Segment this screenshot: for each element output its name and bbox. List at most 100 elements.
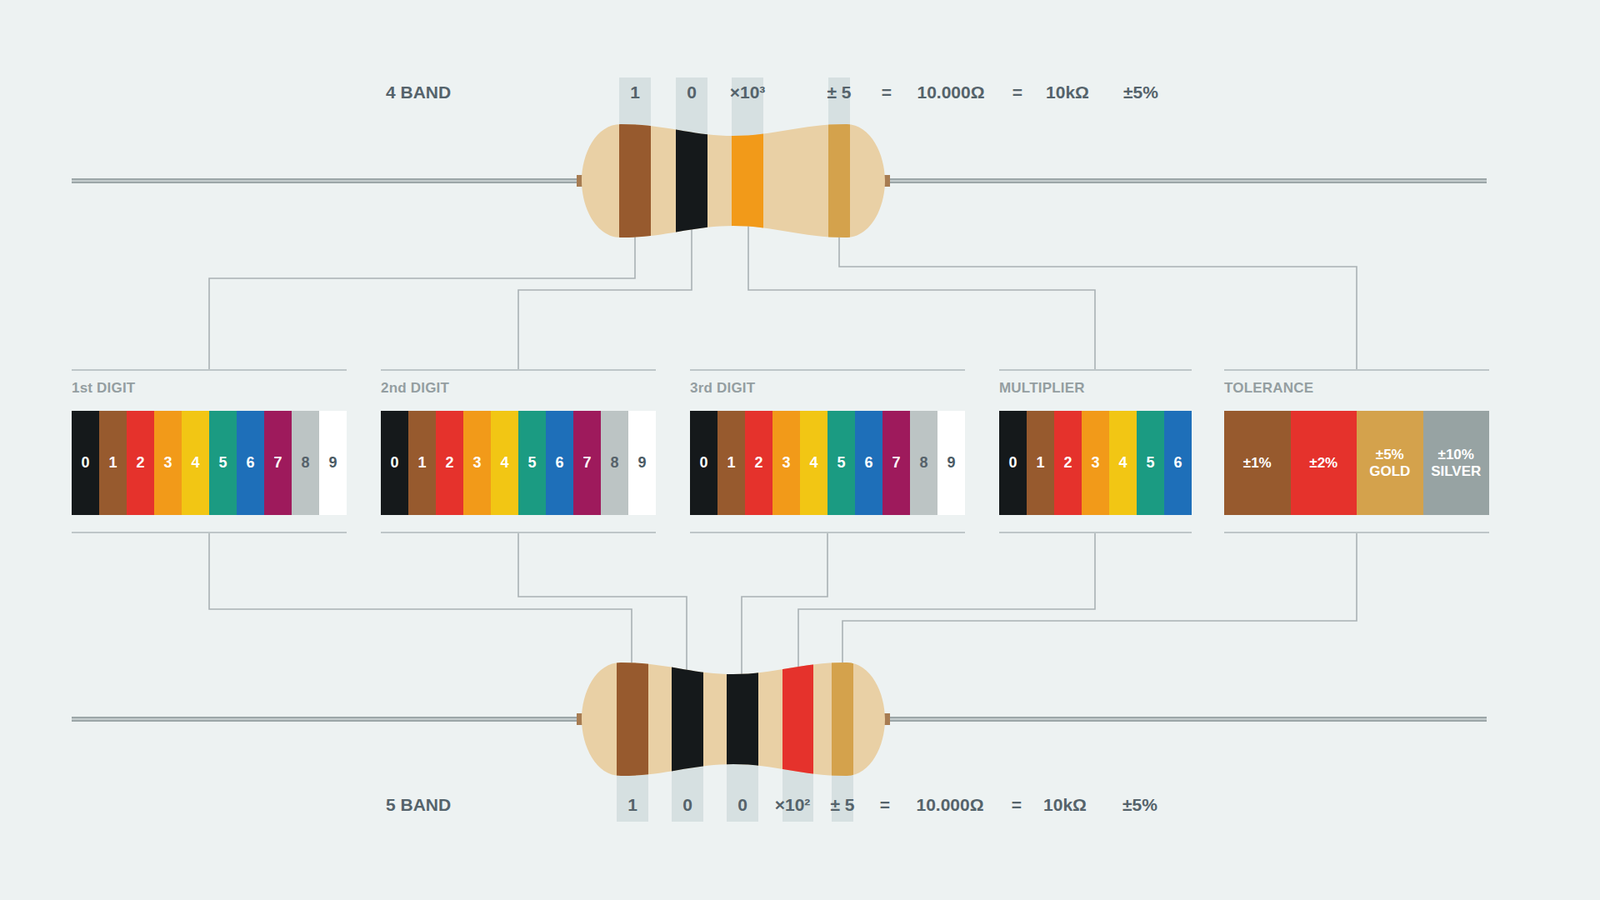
color-swatch: 6	[855, 410, 883, 515]
color-swatch: 3	[772, 410, 800, 515]
swatch-value: 0	[699, 454, 708, 472]
resistor-4-band	[71, 116, 1487, 250]
swatch-value: 4	[809, 454, 818, 472]
color-swatch: 3	[463, 410, 491, 515]
value-label-holder: 10.000Ω	[915, 794, 984, 816]
color-swatch: 1	[1026, 410, 1055, 515]
value-label-holder: ×10²	[775, 794, 811, 816]
color-swatch: 0	[380, 410, 409, 515]
color-swatch: 6	[545, 410, 574, 515]
value-label-holder: 5 BAND	[385, 794, 451, 816]
color-band	[726, 655, 759, 789]
color-swatch: 0	[690, 410, 718, 515]
color-swatch: 4	[1109, 410, 1137, 515]
value-label: 10kΩ	[1043, 794, 1087, 816]
value-label-holder: 0	[737, 794, 748, 816]
table-heading: MULTIPLIER	[999, 379, 1192, 398]
color-swatch: 3	[154, 410, 182, 515]
color-swatch: 0	[71, 410, 100, 515]
swatch-value: 1	[108, 454, 117, 472]
color-swatch: 9	[319, 410, 347, 515]
swatch-value: 8	[610, 454, 619, 472]
color-band	[675, 116, 708, 250]
color-swatch: ±5% GOLD	[1356, 410, 1424, 515]
swatch-value: 7	[582, 454, 591, 472]
swatch-value: 2	[754, 454, 763, 472]
value-label-holder: =	[1011, 794, 1022, 816]
swatch-value: 1	[417, 454, 426, 472]
value-label-holder: ±5%	[1122, 794, 1158, 816]
swatch-value: 3	[781, 454, 790, 472]
color-band	[619, 116, 651, 250]
band-count-label: 5 BAND	[385, 794, 451, 816]
resistor-lead	[71, 718, 584, 720]
color-swatch: 1	[717, 410, 745, 515]
color-swatch: 4	[181, 410, 210, 515]
swatch-value: 5	[527, 454, 536, 472]
value-label-holder: 1	[627, 794, 638, 816]
value-label-holder: 10.000Ω	[916, 81, 985, 104]
value-label-holder: ± 5	[826, 81, 851, 104]
swatch-value: 7	[891, 454, 900, 472]
value-label: 0	[682, 794, 693, 816]
swatch-value: 2	[445, 454, 454, 472]
swatch-value: 6	[1173, 454, 1182, 472]
color-table: 3rd DIGIT0123456789	[690, 369, 965, 534]
value-label-holder: 0	[682, 794, 693, 816]
swatch-value: 8	[300, 454, 310, 472]
color-table: 2nd DIGIT0123456789	[380, 369, 656, 534]
color-swatch: 1	[408, 410, 436, 515]
value-label: ±5%	[1122, 794, 1158, 816]
color-swatch: 4	[800, 410, 828, 515]
swatch-value: 4	[190, 454, 200, 472]
swatch-value: 1	[726, 454, 735, 472]
swatch-value: 8	[919, 454, 928, 472]
color-band	[731, 116, 764, 250]
value-label-holder: 4 BAND	[385, 81, 451, 104]
swatch-value: ±5% GOLD	[1360, 446, 1420, 480]
swatch-value: 3	[472, 454, 481, 472]
color-swatch: 2	[745, 410, 773, 515]
value-label: ± 5	[830, 794, 855, 816]
value-label-holder: =	[880, 794, 890, 816]
color-swatch: 6	[1164, 410, 1192, 515]
swatch-value: 9	[328, 454, 337, 472]
table-heading: 1st DIGIT	[71, 379, 347, 398]
leader-lines	[209, 200, 1357, 709]
value-label: =	[881, 81, 892, 104]
value-label: =	[880, 794, 890, 816]
resistor-5-band	[71, 655, 1487, 789]
color-swatch: ±1%	[1224, 410, 1291, 515]
swatch-value: 4	[1118, 454, 1127, 472]
resistor-lead	[883, 716, 1487, 722]
table-heading: 3rd DIGIT	[690, 379, 965, 398]
resistor-lead	[71, 180, 584, 182]
color-swatch: 8	[291, 410, 320, 515]
value-label-holder: ±5%	[1123, 81, 1159, 104]
color-swatch: 4	[490, 410, 519, 515]
swatch-value: ±2%	[1309, 455, 1338, 472]
color-table: 1st DIGIT0123456789	[71, 369, 347, 534]
color-swatch: 2	[435, 410, 464, 515]
value-label: 10.000Ω	[915, 794, 984, 816]
color-swatch: 0	[999, 410, 1027, 515]
table-heading: TOLERANCE	[1224, 379, 1490, 398]
value-label: ±5%	[1123, 81, 1159, 104]
value-label-holder: 10kΩ	[1045, 81, 1090, 104]
swatch-value: 0	[80, 454, 90, 472]
color-swatch: 3	[1081, 410, 1110, 515]
resistor-lead	[883, 718, 1487, 720]
value-label-holder: =	[881, 81, 892, 104]
color-swatch: 7	[264, 410, 292, 515]
swatch-value: 3	[163, 454, 172, 472]
color-band	[616, 655, 649, 789]
swatch-value: 6	[245, 454, 255, 472]
value-label: 0	[686, 81, 697, 104]
swatch-value: 2	[135, 454, 145, 472]
resistor-lead	[71, 716, 584, 722]
value-label: 1	[630, 81, 640, 104]
swatch-value: 3	[1090, 454, 1100, 472]
value-label-holder: ± 5	[830, 794, 855, 816]
leader-line	[209, 200, 635, 370]
